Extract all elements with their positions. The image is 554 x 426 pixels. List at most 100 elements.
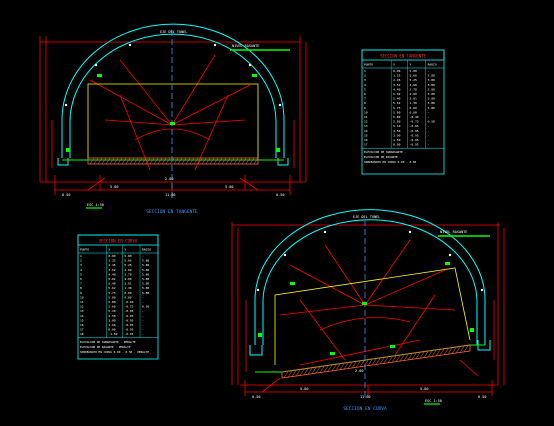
hatch-line (121, 157, 127, 165)
table-curva-cell: 5.60 (108, 305, 115, 309)
table-tangente-cell: 4.40 (393, 87, 400, 91)
table-curva-cell: 7 (80, 282, 82, 286)
table-curva-cell: 5.80 (142, 263, 149, 267)
table-tangente-cell: -0.95 (410, 124, 419, 128)
table-curva-footer: ELEVACION DE RASANTE - PERALTE (80, 345, 131, 349)
table-tangente-cell: 5.02 (393, 92, 400, 96)
table-curva-cell: -0.95 (124, 309, 133, 313)
hatch-line (443, 348, 449, 355)
hatch-line (435, 349, 441, 357)
axis-label-top: EJE DEL TUNEL (160, 30, 187, 34)
hatch-line (395, 355, 401, 362)
table-curva-cell: - (142, 332, 144, 336)
clearance-top (87, 83, 259, 160)
table-curva-footer: SOBREANCHO EN CURVA 0.00 - 0.50 - PERALT… (80, 350, 149, 354)
table-curva-cell: 15 (80, 318, 84, 322)
table-curva-cell: 5.25 (124, 263, 131, 267)
table-tangente-cell: 0.00 (393, 143, 400, 147)
table-curva-cell: 1.30 (124, 286, 131, 290)
hatch-line (399, 354, 405, 362)
table-tangente-cell: 4 (364, 83, 366, 87)
hatch-line (201, 157, 207, 165)
hatch-line (181, 157, 187, 165)
hatch-line (157, 157, 163, 165)
drawing-tangente: NIVEL RASANTE EJE DEL TUNEL 5.80 5.80 2.… (39, 23, 307, 215)
hatch-line (299, 369, 305, 376)
hatch-line (117, 157, 123, 165)
table-curva-cell: - (142, 309, 144, 313)
table-tangente-cell: - (428, 133, 430, 137)
table-curva-cell: 5.62 (108, 286, 115, 290)
table-curva-header-x: X (108, 248, 110, 252)
hatch-line (149, 157, 155, 165)
table-tangente-cell: - (428, 143, 430, 147)
markers-bottom (258, 262, 474, 355)
table-curva-cell: 4.50 (108, 314, 115, 318)
hatch-line (359, 360, 365, 367)
table-curva-cell: 5.80 (142, 291, 149, 295)
table-curva-cell: -0.95 (124, 323, 133, 327)
table-tangente-cell: 5.80 (428, 92, 435, 96)
hatch-line (339, 363, 345, 370)
table-curva-cell: 3 (80, 263, 82, 267)
table-curva-cell: 0.60 (124, 291, 131, 295)
hatch-line (331, 364, 337, 371)
hatch-line (197, 157, 203, 165)
table-curva-cell: 5.80 (142, 282, 149, 286)
hatch-line (283, 371, 289, 378)
hatch-line (189, 157, 195, 165)
table-tangente-cell: 5.10 (393, 124, 400, 128)
hatch-line (463, 345, 469, 353)
table-tangente-cell: 6 (364, 92, 366, 96)
clearance-bottom (274, 267, 471, 365)
table-curva-cell: - (142, 328, 144, 332)
table-tangente-cell: 5.80 (428, 106, 435, 110)
table-curva-cell: 5.40 (108, 282, 115, 286)
hatch-line (153, 157, 159, 165)
hatch-line (161, 157, 167, 165)
hatch-line (165, 157, 171, 165)
hatch-line (351, 361, 357, 369)
dim-top-3: 11.60 (165, 193, 176, 197)
dim-bottom-1: 5.80 (420, 387, 428, 391)
table-tangente-cell: 5.80 (393, 110, 400, 114)
dimension-lines-bottom (231, 222, 505, 396)
table-curva-cell: 0.00 (108, 254, 115, 258)
hatch-line (343, 362, 349, 370)
hatch-line (291, 370, 297, 377)
table-tangente-cell: 5 (364, 87, 366, 91)
hatch-line (311, 367, 317, 374)
hatch-line (459, 346, 465, 353)
table-curva-cell: 0.50 (142, 305, 149, 309)
table-curva-cell: -0.75 (124, 305, 133, 309)
table-tangente-header-punto: PUNTO (364, 63, 373, 67)
table-tangente-cell: 2 (364, 74, 366, 78)
table-tangente-cell: 5.75 (393, 106, 400, 110)
table-curva-title: SECCION EN CURVA (99, 239, 138, 244)
table-tangente-cell: 5.66 (410, 74, 417, 78)
dim-bottom-2: 2.00 (355, 369, 363, 373)
table-curva-cell: 11 (80, 300, 84, 304)
callout-top: NIVEL RASANTE (232, 44, 259, 48)
table-curva-cell: -0.95 (124, 314, 133, 318)
table-curva-cell: 10 (80, 295, 84, 299)
hatch-line (455, 346, 461, 354)
hatch-line (391, 356, 397, 363)
hatch-line (177, 157, 183, 165)
table-tangente-cell: 9 (364, 106, 366, 110)
table-tangente-cell: 8 (364, 101, 366, 105)
hatch-line (209, 157, 215, 165)
hatch-line (173, 157, 179, 165)
dimension-lines-top (39, 36, 307, 195)
hatch-line (315, 366, 321, 374)
table-curva-cell: 5.80 (108, 300, 115, 304)
table-tangente-cell: 5.40 (393, 97, 400, 101)
table-tangente-cell: - (428, 124, 430, 128)
floor-top (62, 157, 284, 165)
table-tangente-footer: ELEVACION DE RASANTE - (364, 155, 401, 159)
table-tangente-cell: 13 (364, 124, 368, 128)
table-tangente-cell: 5.80 (428, 83, 435, 87)
table-tangente-cell: 0.60 (410, 106, 417, 110)
table-tangente-cell: 10 (364, 110, 368, 114)
table-tangente-cell: - (428, 115, 430, 119)
